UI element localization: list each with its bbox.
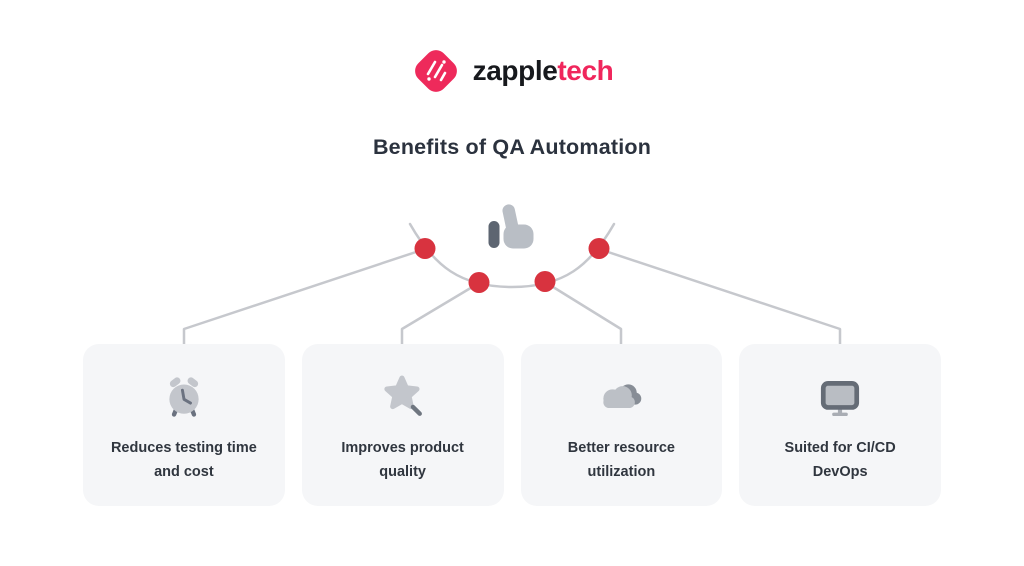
card-cicd-devops: Suited for CI/CD DevOps bbox=[739, 344, 941, 506]
node-dot-3 bbox=[534, 271, 556, 292]
card-label: Reduces testing time and cost bbox=[110, 440, 257, 480]
branch-line-1 bbox=[182, 247, 427, 347]
brand-wordmark-secondary: tech bbox=[557, 55, 614, 86]
node-dot-2 bbox=[468, 272, 490, 293]
card-reduces-testing-time: Reduces testing time and cost bbox=[83, 344, 285, 506]
node-dot-4 bbox=[588, 238, 610, 259]
zappletech-logo-icon bbox=[410, 45, 462, 97]
branch-line-2 bbox=[400, 281, 481, 347]
monitor-icon bbox=[817, 364, 863, 430]
brand-wordmark-primary: zapple bbox=[472, 55, 558, 86]
branch-line-4 bbox=[597, 247, 842, 347]
thumbs-up-icon bbox=[487, 204, 539, 250]
card-label: Improves product quality bbox=[341, 440, 464, 480]
card-label: Better resource utilization bbox=[567, 440, 675, 480]
card-improves-quality: Improves product quality bbox=[301, 344, 504, 506]
benefit-cards-row: Reduces testing time and cost Improves p… bbox=[83, 344, 941, 506]
node-dot-1 bbox=[414, 238, 436, 259]
page-title: Benefits of QA Automation bbox=[372, 135, 652, 159]
brand-wordmark: zappletech bbox=[473, 46, 614, 96]
branch-line-3 bbox=[543, 280, 623, 347]
brand-logo: zappletech bbox=[0, 45, 1024, 97]
card-label: Suited for CI/CD DevOps bbox=[784, 440, 896, 480]
alarm-clock-icon bbox=[161, 364, 207, 430]
magic-star-icon bbox=[380, 364, 426, 430]
card-resource-utilization: Better resource utilization bbox=[520, 344, 723, 506]
logo-slash-pattern bbox=[426, 60, 446, 82]
cloud-icon bbox=[597, 364, 645, 430]
